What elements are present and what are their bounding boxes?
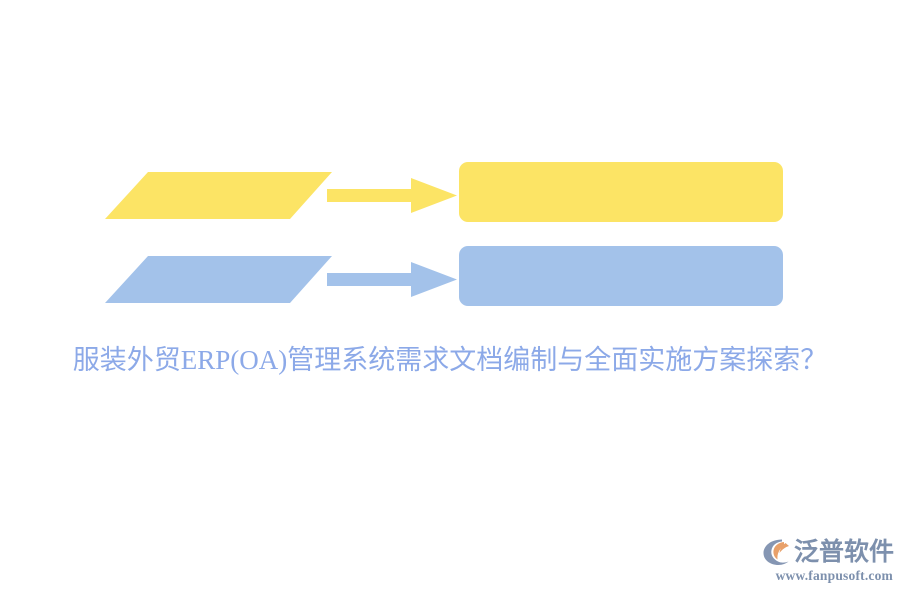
- shape-rounded-rectangle-yellow[interactable]: [459, 162, 783, 222]
- fanpu-logo-icon: [763, 539, 789, 565]
- shape-arrow-right-blue[interactable]: [327, 262, 457, 297]
- flow-row-yellow-graphics: [105, 162, 783, 222]
- watermark-url-text: www.fanpusoft.com: [775, 568, 893, 583]
- watermark-logo-row: 泛普软件: [762, 536, 894, 568]
- shape-parallelogram-yellow[interactable]: [105, 172, 332, 219]
- shape-parallelogram-blue[interactable]: [105, 256, 332, 303]
- watermark-brand-text: 泛普软件: [794, 538, 895, 566]
- shape-rounded-rectangle-blue[interactable]: [459, 246, 783, 306]
- watermark-logo: 泛普软件 www.fanpusoft.com: [762, 536, 894, 588]
- flow-row-yellow: [0, 155, 900, 225]
- flow-row-blue-graphics: [105, 246, 783, 306]
- flow-row-blue: [0, 239, 900, 309]
- shape-arrow-right-yellow[interactable]: [327, 178, 457, 213]
- page-title: 服装外贸ERP(OA)管理系统需求文档编制与全面实施方案探索？: [72, 345, 828, 375]
